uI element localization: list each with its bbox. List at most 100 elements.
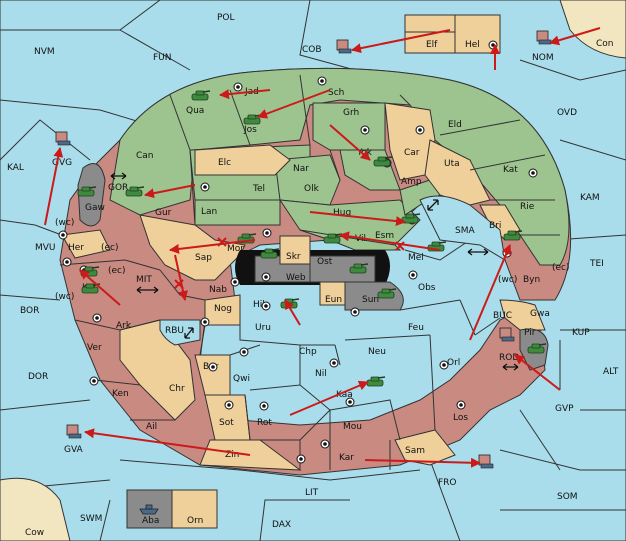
- island-cow: [0, 477, 71, 541]
- label-GOR: GOR: [108, 183, 128, 193]
- label-Web: Web: [286, 273, 306, 283]
- label-Orn: Orn: [187, 516, 203, 526]
- label-ALT: ALT: [603, 367, 619, 377]
- label-GVP: GVP: [555, 404, 574, 414]
- region-borders: [59, 74, 560, 470]
- label-Feu: Feu: [408, 323, 424, 333]
- label-SWM: SWM: [80, 514, 102, 524]
- label-Lan: Lan: [201, 207, 217, 217]
- label-Sot: Sot: [219, 418, 234, 428]
- label-Bri: Bri: [489, 221, 501, 231]
- label-SMA: SMA: [455, 226, 475, 236]
- label-FUN: FUN: [153, 53, 172, 63]
- label-Hel: Hel: [465, 40, 480, 50]
- label-Grh: Grh: [343, 108, 359, 118]
- label-Gur: Gur: [155, 208, 172, 218]
- label-Uta: Uta: [444, 159, 460, 169]
- label-Olk: Olk: [304, 184, 320, 194]
- label-Tel: Tel: [252, 184, 265, 194]
- connectors: [110, 172, 519, 371]
- label-Qwi: Qwi: [233, 374, 250, 384]
- label-MVU: MVU: [35, 243, 56, 253]
- label-Ver: Ver: [87, 343, 102, 353]
- label-Zin: Zin: [225, 450, 239, 460]
- coast-label-her-wc: (wc): [55, 218, 74, 228]
- label-GVA: GVA: [64, 445, 84, 455]
- label-Gwa: Gwa: [530, 309, 550, 319]
- label-NVM: NVM: [34, 47, 55, 57]
- label-Jos: Jos: [243, 125, 257, 135]
- label-Mel: Mel: [408, 253, 424, 263]
- label-Esm: Esm: [375, 231, 394, 241]
- label-Neu: Neu: [368, 347, 386, 357]
- label-Orl: Orl: [447, 358, 460, 368]
- coast-label-byn-ec: (ec): [552, 263, 570, 273]
- label-Nil: Nil: [315, 369, 327, 379]
- label-Obs: Obs: [418, 283, 436, 293]
- label-Eld: Eld: [448, 120, 462, 130]
- label-DAX: DAX: [272, 520, 291, 530]
- label-Ark: Ark: [116, 321, 132, 331]
- label-NOM: NOM: [532, 53, 554, 63]
- label-Kat: Kat: [503, 165, 518, 175]
- label-Hil: Hil: [253, 300, 265, 310]
- label-FRO: FRO: [438, 478, 457, 488]
- label-Nab: Nab: [209, 285, 227, 295]
- label-GVG: GVG: [52, 158, 72, 168]
- label-KAM: KAM: [580, 193, 600, 203]
- inlet-sma: [419, 195, 506, 261]
- label-Chr: Chr: [169, 384, 185, 394]
- label-Aba: Aba: [142, 516, 159, 526]
- label-Kar: Kar: [339, 453, 354, 463]
- coast-label-kor-wc: (wc): [55, 292, 74, 302]
- island-elf-hel: [404, 14, 501, 54]
- coast-labels: (wc) (ec) (ec) (wc) (wc) (ec): [55, 218, 570, 302]
- cut-markers: [174, 237, 405, 289]
- label-LIT: LIT: [305, 488, 319, 498]
- label-Ost: Ost: [317, 257, 333, 267]
- label-OVD: OVD: [557, 108, 577, 118]
- label-KUP: KUP: [572, 328, 590, 338]
- label-Ken: Ken: [112, 389, 129, 399]
- label-Byn: Byn: [523, 275, 540, 285]
- label-Chp: Chp: [299, 347, 317, 357]
- label-Uru: Uru: [255, 323, 271, 333]
- label-Eun: Eun: [325, 295, 342, 305]
- land-labels: Elf Hel Con Cow Aba Orn Jad Qua Sch Jos …: [25, 39, 614, 538]
- label-Her: Her: [68, 243, 84, 253]
- label-Rot: Rot: [257, 418, 272, 428]
- coast-label-byn-wc: (wc): [498, 275, 517, 285]
- sea-labels: POL COB NVM FUN NOM OVD KAL GVG GOR MVU …: [7, 13, 619, 530]
- label-Pir: Pir: [524, 328, 536, 338]
- label-MIT: MIT: [136, 275, 152, 285]
- label-Qua: Qua: [186, 106, 204, 116]
- label-RBU: RBU: [165, 326, 184, 336]
- coast-label-her-ec: (ec): [101, 243, 119, 253]
- label-Car: Car: [404, 148, 420, 158]
- label-KAL: KAL: [7, 163, 24, 173]
- label-ROD: ROD: [499, 353, 519, 363]
- label-TEI: TEI: [589, 259, 604, 269]
- label-Can: Can: [136, 151, 154, 161]
- label-Rie: Rie: [520, 202, 535, 212]
- label-Hug: Hug: [333, 208, 351, 218]
- inlet-rbu: [159, 319, 201, 346]
- label-BOR: BOR: [20, 306, 39, 316]
- label-Kaa: Kaa: [336, 390, 353, 400]
- label-Mou: Mou: [343, 422, 362, 432]
- label-COB: COB: [302, 45, 322, 55]
- label-Con: Con: [596, 39, 614, 49]
- label-Nar: Nar: [293, 164, 309, 174]
- label-Ail: Ail: [146, 422, 157, 432]
- label-Cow: Cow: [25, 528, 44, 538]
- label-BUC: BUC: [493, 311, 512, 321]
- label-Mor: Mor: [227, 244, 244, 254]
- label-Nog: Nog: [214, 304, 232, 314]
- label-Elc: Elc: [218, 158, 231, 168]
- label-Sap: Sap: [195, 253, 212, 263]
- order-arrows: [44, 27, 601, 468]
- label-POL: POL: [217, 13, 235, 23]
- label-Amp: Amp: [401, 177, 422, 187]
- label-Los: Los: [453, 413, 468, 423]
